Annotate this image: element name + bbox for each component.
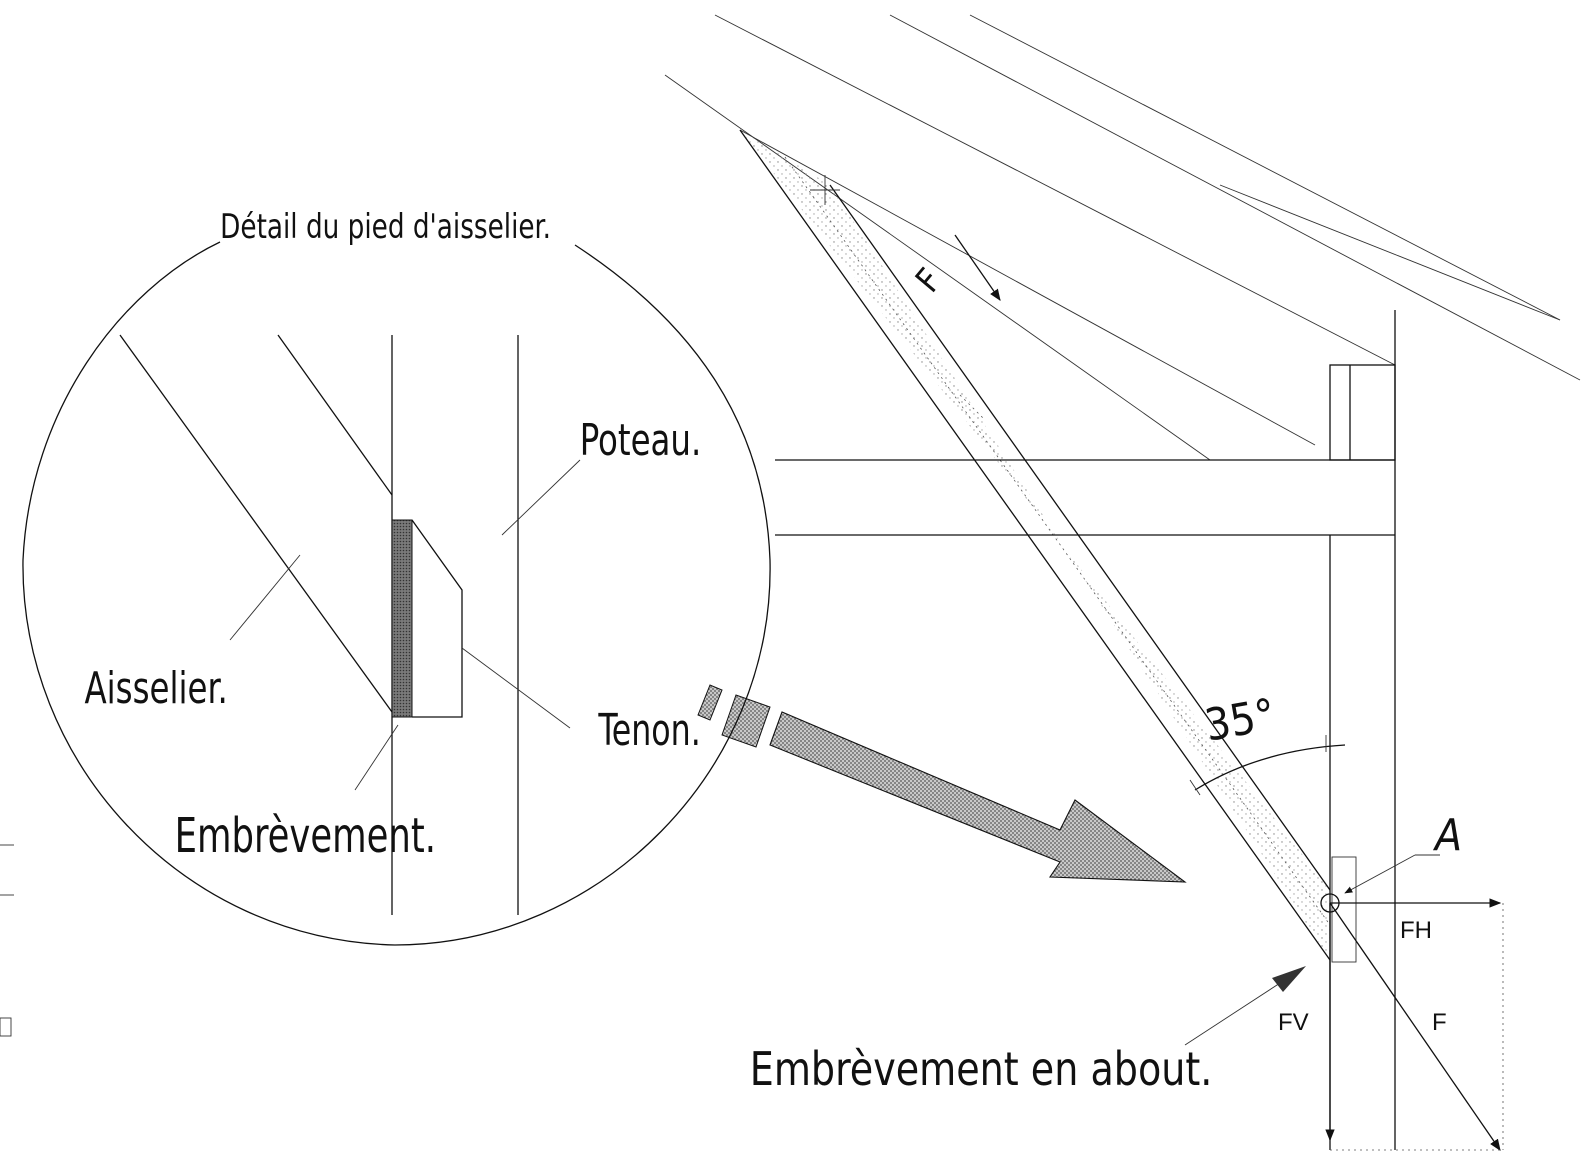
angle-arc <box>1189 735 1346 796</box>
edge-marks <box>0 844 14 1037</box>
point-a-label: A <box>1432 810 1462 861</box>
fv-label: FV <box>1278 1009 1309 1036</box>
force-f-label: F <box>908 261 950 300</box>
fh-label: FH <box>1400 917 1432 944</box>
angle-label: 35° <box>1201 689 1279 751</box>
embrevement-label: Embrèvement. <box>175 808 436 864</box>
detail-title: Détail du pied d'aisselier. <box>220 208 551 247</box>
embrevement-about-leader <box>1184 966 1306 1046</box>
zoom-pointer-arrow <box>697 684 1187 883</box>
horizontal-beam <box>775 459 1395 536</box>
detail-circle <box>22 241 771 946</box>
post-poteau <box>1329 310 1396 1150</box>
force-decomposition <box>1320 854 1504 1151</box>
embrevement-about-label: Embrèvement en about. <box>750 1043 1213 1096</box>
f-resultant-label: F <box>1432 1009 1447 1036</box>
strut-aisselier <box>739 129 1331 961</box>
aisselier-label: Aisselier. <box>84 664 227 714</box>
force-f-arrow <box>954 234 1001 301</box>
poteau-label: Poteau. <box>580 416 702 466</box>
tenon-label: Tenon. <box>598 705 701 756</box>
roof-rafters <box>664 14 1581 461</box>
